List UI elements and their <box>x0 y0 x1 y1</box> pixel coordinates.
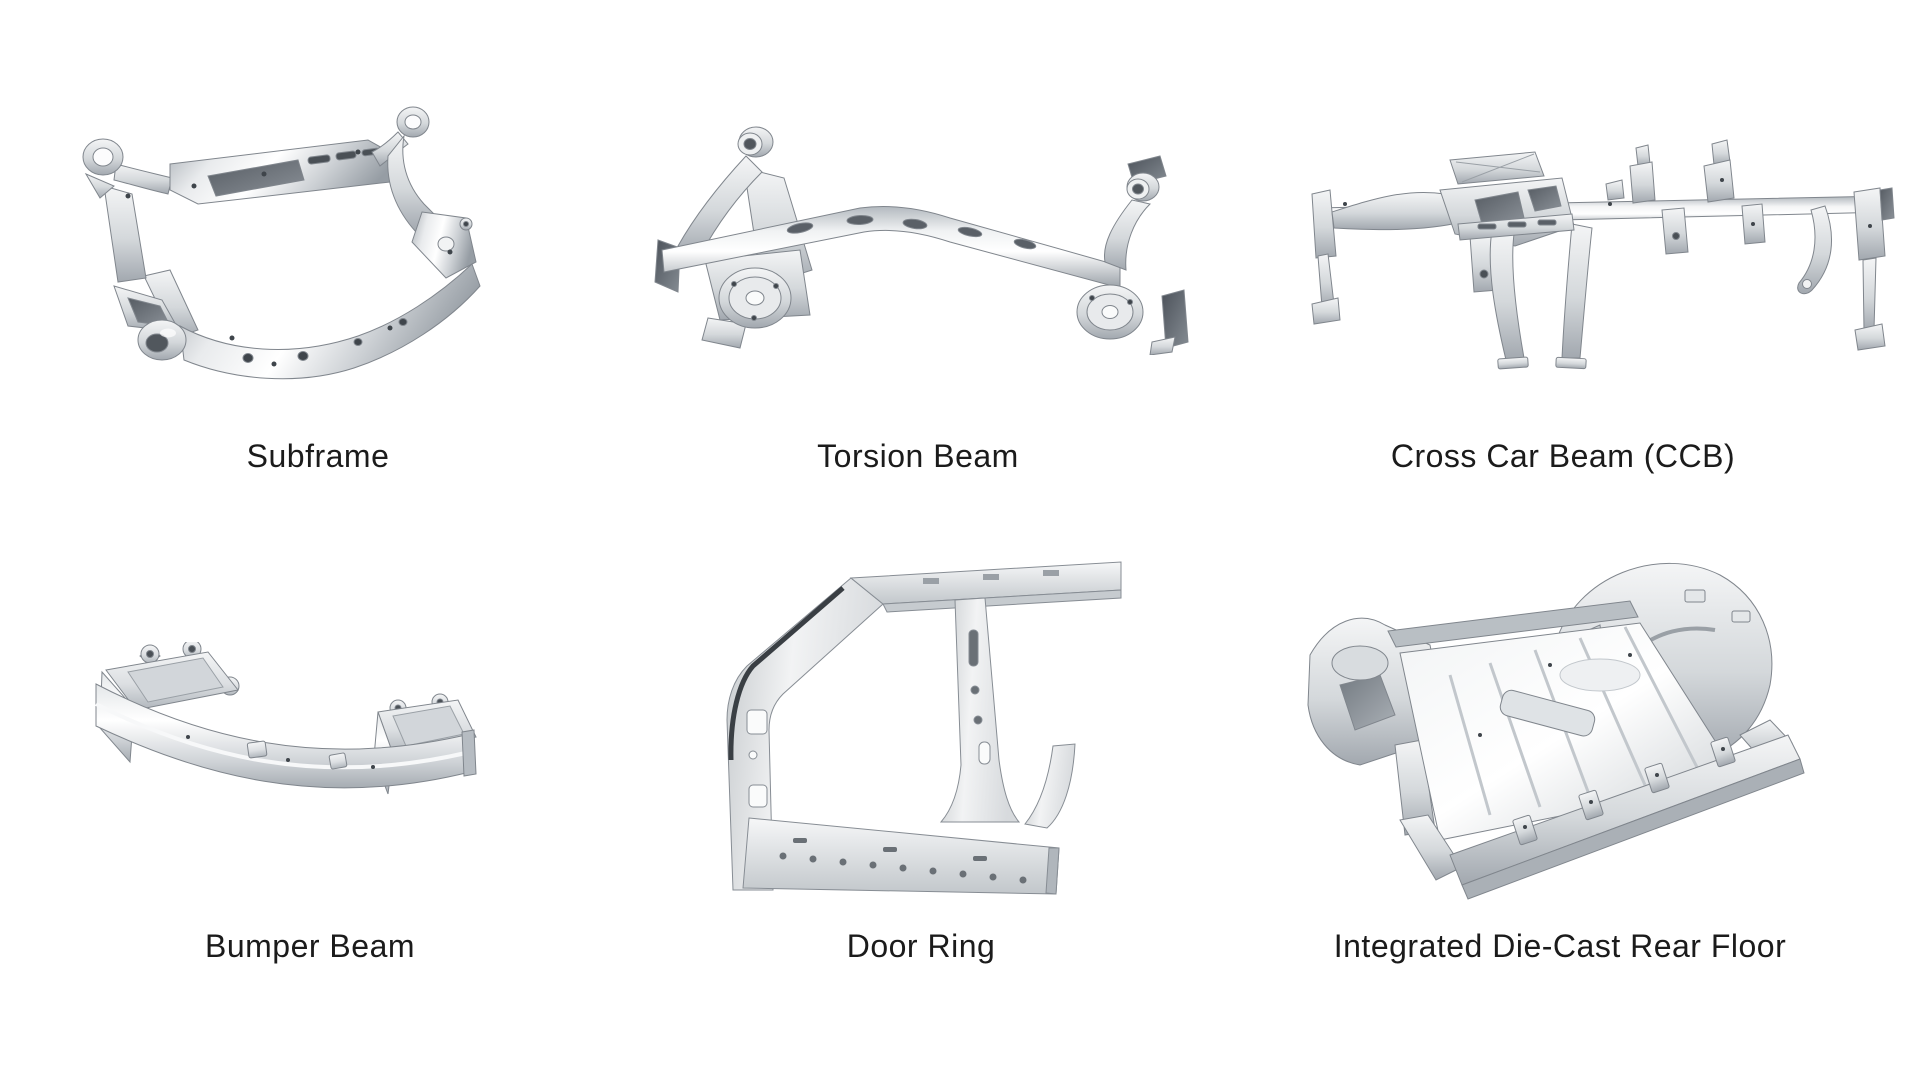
part-label-bumper-beam: Bumper Beam <box>204 928 416 964</box>
door-ring-image <box>726 561 1122 895</box>
cross-car-beam-figure <box>1310 108 1895 378</box>
rear-floor-figure <box>1300 535 1815 925</box>
part-label-subframe: Subframe <box>246 438 390 474</box>
bumper-beam-figure <box>88 642 478 837</box>
rear-floor-image <box>1307 562 1805 900</box>
part-label-cross-car-beam: Cross Car Beam (CCB) <box>1390 438 1736 474</box>
torsion-beam-figure <box>650 120 1195 355</box>
subframe-figure <box>58 100 493 390</box>
part-label-torsion-beam: Torsion Beam <box>817 438 1019 474</box>
part-label-door-ring: Door Ring <box>846 928 996 964</box>
torsion-beam-image <box>654 126 1189 355</box>
bumper-beam-image <box>95 642 477 795</box>
subframe-image <box>82 106 481 380</box>
cross-car-beam-image <box>1311 139 1895 370</box>
door-ring-figure <box>723 560 1123 908</box>
part-label-rear-floor: Integrated Die-Cast Rear Floor <box>1333 928 1787 964</box>
